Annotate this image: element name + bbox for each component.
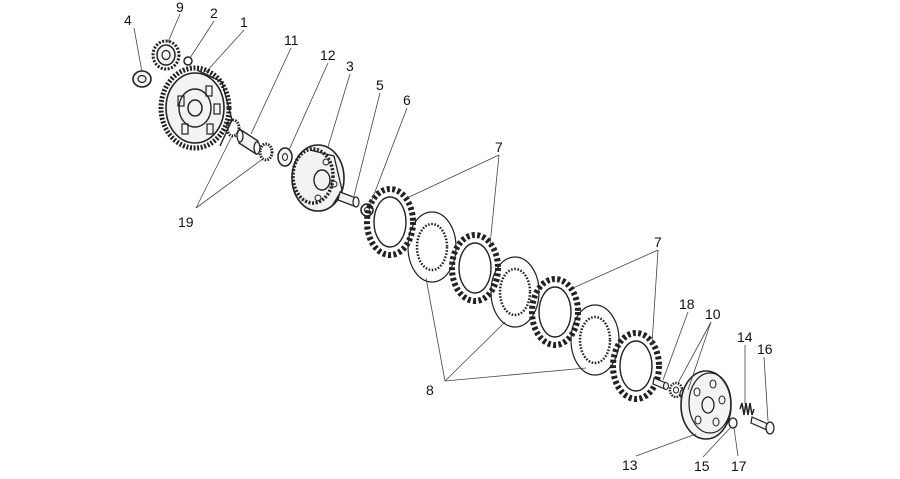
leader-12 <box>288 62 329 151</box>
part-7-friction-plate-3 <box>529 276 581 348</box>
leader-7c <box>572 249 659 289</box>
part-8-steel-plate-2 <box>490 256 540 328</box>
leader-5 <box>353 92 381 197</box>
label-6: 6 <box>403 92 411 108</box>
label-11: 11 <box>284 32 299 48</box>
label-19: 19 <box>178 214 194 230</box>
label-17: 17 <box>731 458 747 474</box>
label-16: 16 <box>757 341 773 357</box>
label-1: 1 <box>240 14 248 30</box>
leader-7d <box>651 249 659 345</box>
leader-8b <box>444 321 506 382</box>
part-2-ring <box>183 56 193 66</box>
leader-2 <box>189 20 215 59</box>
part-7-friction-plate-4 <box>610 330 662 402</box>
leader-15 <box>702 426 732 458</box>
part-5-spacer <box>337 191 360 208</box>
label-4: 4 <box>124 12 132 28</box>
leader-6 <box>369 107 408 206</box>
label-2: 2 <box>210 5 218 21</box>
label-8: 8 <box>426 382 434 398</box>
part-12-thrust-washer <box>277 147 293 167</box>
part-16-bolt <box>750 416 775 435</box>
label-7-lower: 7 <box>654 234 662 250</box>
part-3-clutch-hub <box>291 144 345 212</box>
label-3: 3 <box>346 58 354 74</box>
part-15-17-washer <box>728 417 738 429</box>
part-19-needle-bearing-a <box>225 118 241 138</box>
leader-10a <box>677 321 712 384</box>
part-1-clutch-housing <box>158 65 233 151</box>
leader-19b <box>195 157 265 209</box>
leader-11 <box>250 47 292 135</box>
label-9: 9 <box>176 0 184 15</box>
part-8-steel-plate-3 <box>570 304 620 376</box>
label-14: 14 <box>737 329 753 345</box>
label-13: 13 <box>622 457 638 473</box>
part-19-needle-bearing-b <box>258 142 274 162</box>
label-18: 18 <box>679 296 695 312</box>
leader-18 <box>662 311 689 381</box>
leader-16 <box>763 356 769 422</box>
leader-lines <box>133 13 769 458</box>
leader-7a <box>406 154 500 199</box>
part-14-spring <box>739 402 755 416</box>
part-4-washer <box>132 70 152 88</box>
label-12: 12 <box>320 47 336 63</box>
label-7-upper: 7 <box>495 139 503 155</box>
leader-1 <box>205 29 245 73</box>
leader-3 <box>327 73 351 148</box>
leader-7b <box>489 154 500 246</box>
part-13-pressure-plate <box>680 370 732 440</box>
leader-13 <box>635 433 697 457</box>
label-5: 5 <box>376 77 384 93</box>
label-15: 15 <box>694 458 710 474</box>
callout-labels: 9 4 2 1 11 12 3 5 6 19 7 7 8 18 10 14 16… <box>124 0 773 474</box>
leader-8a <box>425 277 446 382</box>
leader-4 <box>133 27 143 73</box>
part-7-friction-plate-1 <box>364 186 416 258</box>
label-10: 10 <box>705 306 721 322</box>
leader-8c <box>444 367 587 382</box>
part-9-gear <box>151 39 181 71</box>
leader-10b <box>687 321 712 391</box>
part-11-bushing <box>236 128 261 156</box>
leader-19a <box>195 135 233 209</box>
part-18-pushrod <box>652 377 670 391</box>
part-8-steel-plate-1 <box>407 211 457 283</box>
leader-17 <box>733 427 739 457</box>
leader-9 <box>167 13 181 43</box>
